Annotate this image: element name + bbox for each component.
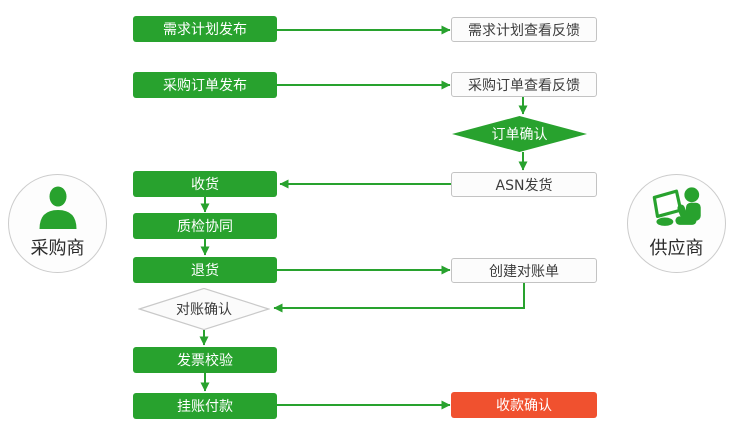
- node-payment-confirm: 收款确认: [451, 392, 597, 418]
- node-returns: 退货: [133, 257, 277, 283]
- node-label: 创建对账单: [489, 263, 559, 280]
- node-statement-confirm: 对账确认: [138, 288, 270, 330]
- node-label: 退货: [191, 263, 219, 279]
- node-label: 对账确认: [176, 302, 232, 318]
- supplier-label: 供应商: [649, 238, 704, 259]
- diamond-shape: [138, 288, 270, 330]
- node-label: 收款确认: [496, 398, 552, 414]
- node-invoice-check: 发票校验: [133, 347, 277, 373]
- node-po-publish: 采购订单发布: [133, 72, 277, 98]
- node-label: 需求计划发布: [163, 22, 247, 38]
- node-order-confirm: 订单确认: [452, 116, 587, 152]
- supplier-actor: 供应商: [627, 174, 726, 273]
- node-label: 订单确认: [491, 127, 548, 143]
- node-label: 采购订单查看反馈: [468, 77, 580, 94]
- node-label: 采购订单发布: [163, 78, 247, 94]
- node-demand-plan-feedback: 需求计划查看反馈: [451, 17, 597, 42]
- node-label: 质检协同: [177, 219, 233, 235]
- node-create-statement: 创建对账单: [451, 258, 597, 283]
- node-demand-plan-publish: 需求计划发布: [133, 16, 277, 42]
- node-label: 发票校验: [177, 353, 233, 369]
- buyer-label: 采购商: [30, 238, 85, 259]
- connector-statement-to-confirm: [273, 283, 525, 313]
- node-label: 收货: [191, 177, 219, 193]
- diamond-shape: [452, 116, 587, 152]
- node-asn-ship: ASN发货: [451, 172, 597, 197]
- buyer-actor: 采购商: [8, 174, 107, 273]
- node-receive: 收货: [133, 171, 277, 197]
- node-label: ASN发货: [495, 177, 553, 194]
- node-po-feedback: 采购订单查看反馈: [451, 72, 597, 97]
- node-payment: 挂账付款: [133, 393, 277, 419]
- node-quality-check: 质检协同: [133, 213, 277, 239]
- node-label: 需求计划查看反馈: [468, 22, 580, 39]
- supplier-person-laptop-icon: [652, 187, 701, 226]
- buyer-person-icon: [39, 186, 76, 229]
- node-label: 挂账付款: [177, 399, 233, 415]
